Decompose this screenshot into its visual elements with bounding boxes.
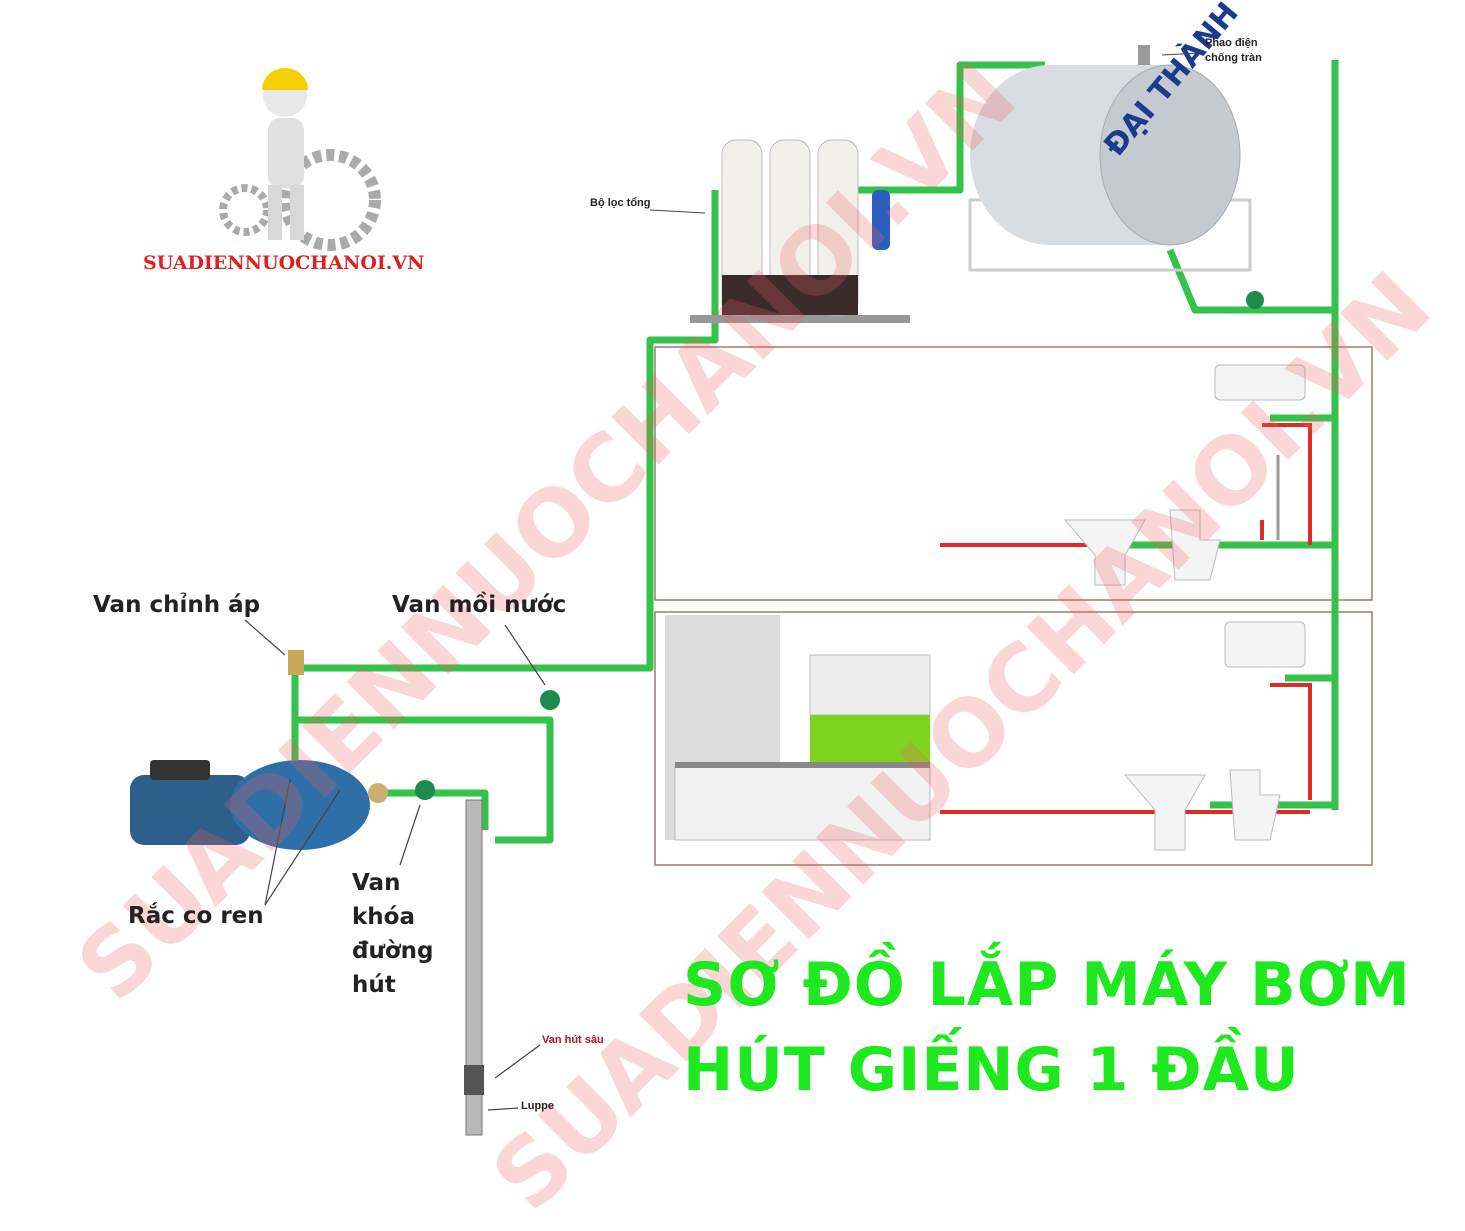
label-suction-valve: Van khóa đường hút: [352, 870, 434, 998]
filter-system: [690, 139, 910, 323]
label-pressure-valve: Van chỉnh áp: [93, 592, 261, 618]
kitchen: [665, 615, 931, 841]
label-foot-valve: Van hút sâu: [542, 1034, 604, 1046]
float-leader-line: [1161, 52, 1201, 56]
title-line-1: SƠ ĐỒ LẮP MÁY BƠM: [683, 950, 1411, 1020]
label-main-filter: Bộ lọc tổng: [590, 197, 651, 209]
plumbing-diagram: ĐẠI THÀNH: [130, 0, 1373, 1136]
logo-mascot-icon: [219, 68, 381, 251]
priming-valve-icon: [540, 690, 560, 710]
suction-valve-icon: [415, 780, 435, 800]
brand-site: SUADIENNUOCHANOI.VN: [143, 252, 425, 274]
label-union: Rắc co ren: [128, 903, 264, 929]
label-float-switch: Phao điện chống tràn: [1205, 37, 1262, 64]
upper-floor: [654, 346, 1373, 601]
lower-floor: [654, 611, 1373, 866]
tank-outlet-valve-icon: [1246, 291, 1264, 309]
title-line-2: HÚT GIẾNG 1 ĐẦU: [683, 1035, 1300, 1105]
foot-valve-body: [464, 1065, 484, 1095]
bathroom-fixtures: [1063, 364, 1306, 851]
label-priming-valve: Van mồi nước: [392, 592, 567, 618]
pressure-valve-icon: [288, 650, 304, 675]
pump: [130, 760, 388, 850]
hot-water-pipes: [940, 423, 1312, 814]
suction-pipe: [465, 799, 483, 1136]
label-strainer: Luppe: [521, 1100, 554, 1112]
filter-leader-line: [649, 209, 706, 214]
leader-lines: [244, 619, 546, 1111]
